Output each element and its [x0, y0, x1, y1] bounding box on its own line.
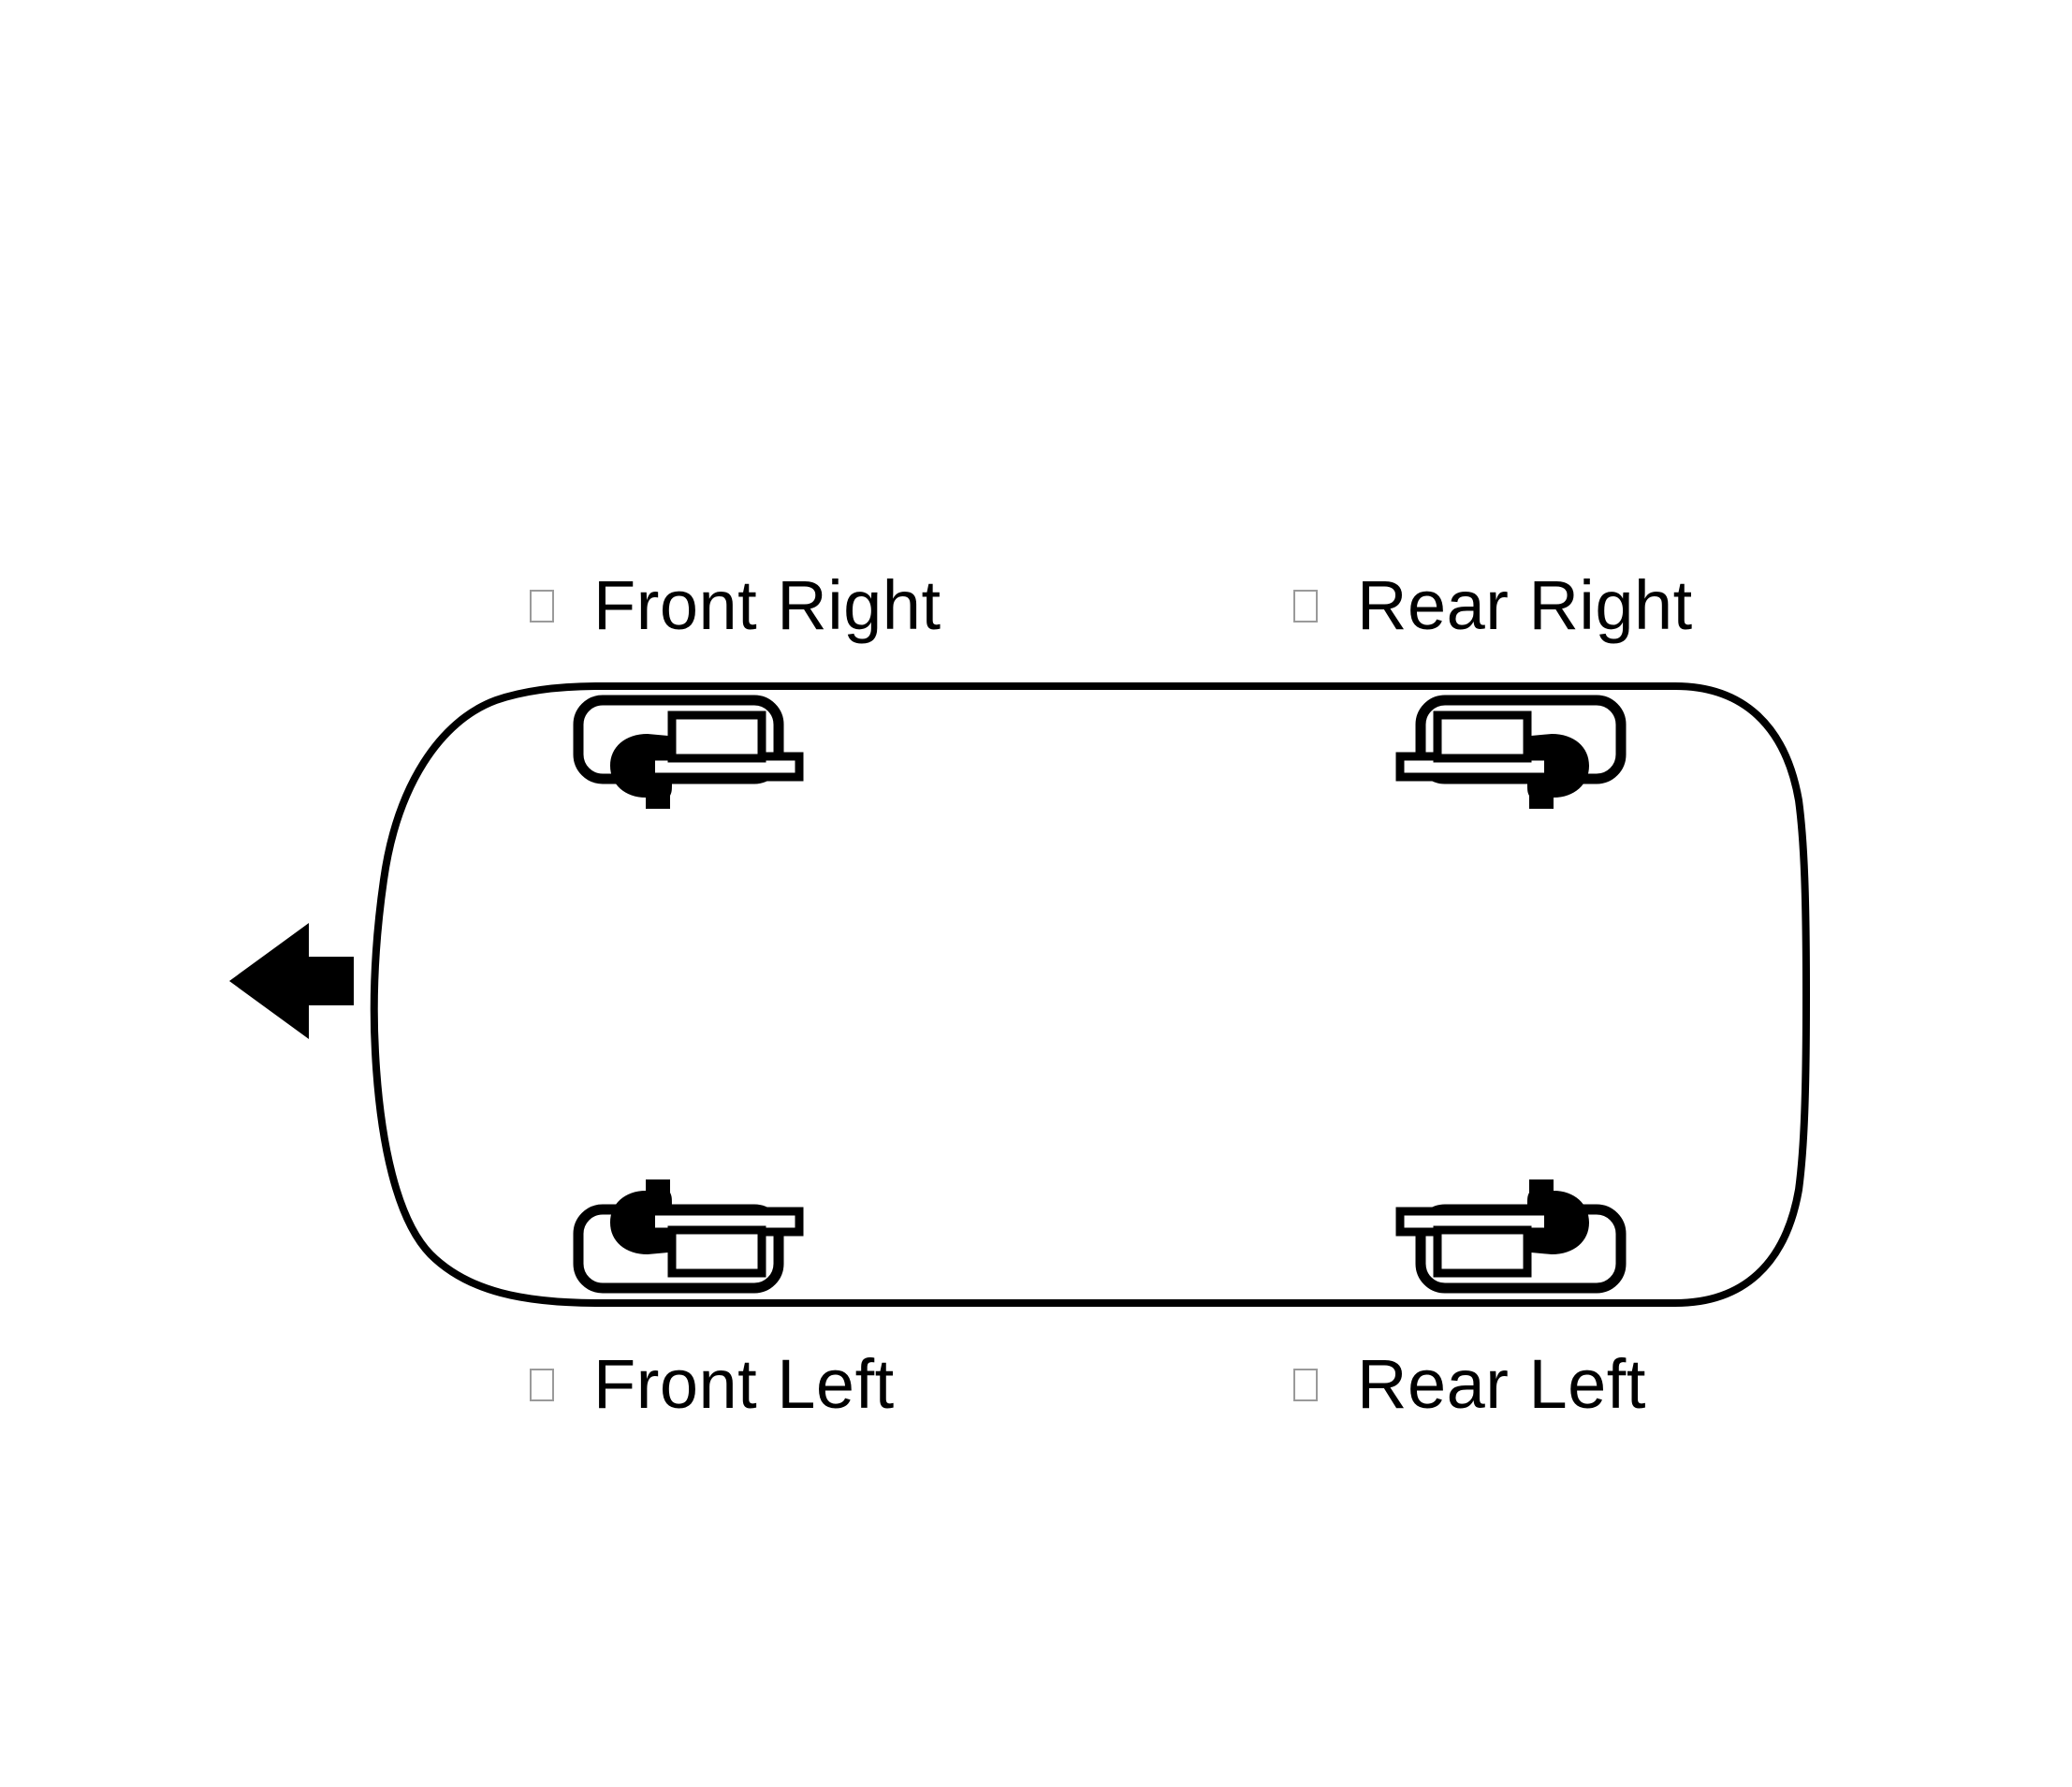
- checkbox-front-left[interactable]: [530, 1368, 554, 1401]
- sensor-rear-left[interactable]: [1400, 1179, 1627, 1294]
- wheel-label-rear-left[interactable]: Rear Left: [1293, 1350, 1646, 1419]
- wheel-label-front-right-text: Front Right: [593, 566, 941, 644]
- checkbox-rear-right[interactable]: [1293, 589, 1318, 623]
- wheel-label-front-left[interactable]: Front Left: [530, 1350, 895, 1419]
- sensor-front-left[interactable]: [573, 1179, 799, 1294]
- wheel-label-front-right[interactable]: Front Right: [530, 571, 941, 640]
- forward-direction-arrow: [229, 923, 354, 1039]
- wheel-label-rear-right-text: Rear Right: [1357, 566, 1693, 644]
- sensor-rear-right[interactable]: [1400, 695, 1627, 809]
- wheel-label-rear-right[interactable]: Rear Right: [1293, 571, 1693, 640]
- checkbox-rear-left[interactable]: [1293, 1368, 1318, 1401]
- sensor-front-right[interactable]: [573, 695, 799, 809]
- wheel-label-rear-left-text: Rear Left: [1357, 1345, 1646, 1423]
- wheel-label-front-left-text: Front Left: [593, 1345, 895, 1423]
- checkbox-front-right[interactable]: [530, 589, 554, 623]
- vehicle-body-outline: [370, 682, 1810, 1307]
